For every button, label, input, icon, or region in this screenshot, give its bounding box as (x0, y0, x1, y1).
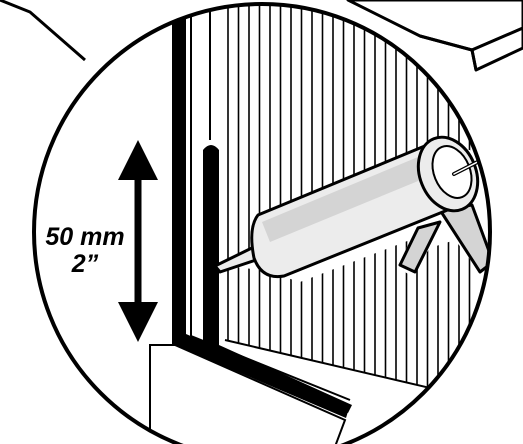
double-headed-arrow-icon (118, 140, 158, 342)
context-outside-lens (0, 0, 523, 72)
panel-bottom-edge (224, 339, 461, 396)
gun-grip-handle (398, 220, 442, 274)
sealant-bead (203, 145, 352, 413)
caulking-gun-icon (213, 126, 490, 282)
leader-line (0, 0, 86, 62)
dimension-imperial-label: 2” (71, 250, 99, 278)
dimension-metric-label: 50 mm (45, 223, 125, 251)
magnifier-lens-outline (32, 2, 492, 444)
gun-cartridge-shading (262, 152, 440, 242)
detailed-object-edge (419, 34, 478, 71)
magnified-detail (118, 4, 490, 444)
frame-bottom-inner (190, 335, 351, 401)
